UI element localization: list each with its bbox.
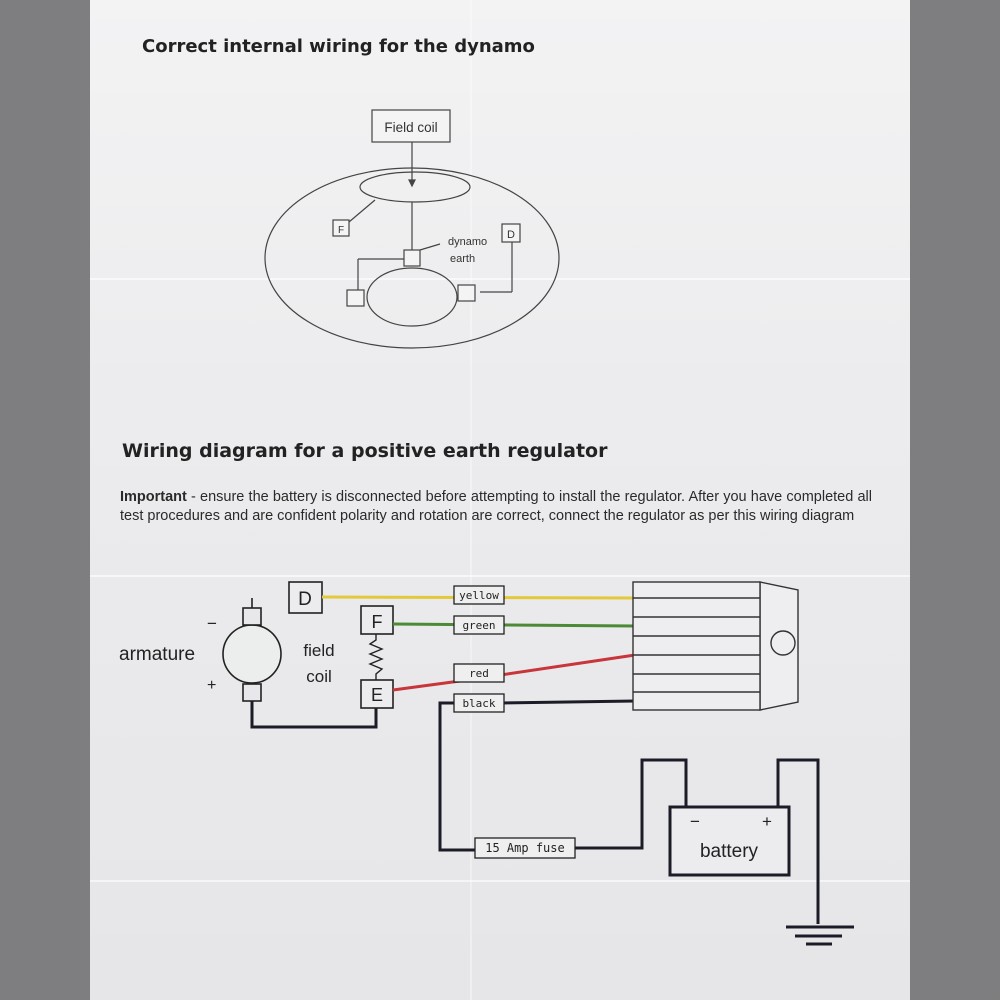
regulator-section-title: Wiring diagram for a positive earth regu… — [122, 440, 608, 462]
paper-sheet: Correct internal wiring for the dynamo W… — [90, 0, 910, 1000]
armature-ellipse — [366, 267, 458, 327]
armature-minus-label: − — [207, 614, 217, 633]
dynamo-label: dynamo — [448, 236, 487, 248]
regulator-wiring-diagram — [222, 581, 854, 946]
d-terminal-label: D — [507, 229, 515, 241]
field-coil-label: Field coil — [384, 120, 437, 135]
fuse-label: 15 Amp fuse — [485, 841, 564, 855]
dynamo-section-title: Correct internal wiring for the dynamo — [142, 36, 535, 57]
field-coil-ellipse — [359, 171, 471, 203]
battery-earth-wire — [776, 758, 820, 924]
armature-bottom-brush — [242, 683, 262, 702]
armature-group — [222, 598, 282, 702]
connector-line — [348, 199, 376, 223]
d-terminal — [288, 581, 323, 614]
green-label-box — [453, 615, 505, 635]
wiring-diagrams: Field coil F D dynamo earth — [119, 109, 854, 946]
red-wire — [392, 653, 636, 692]
regulator-body — [632, 581, 761, 711]
battery-minus-label: − — [690, 812, 700, 831]
red-label-box — [453, 663, 505, 683]
black-fuse-wire — [438, 701, 500, 852]
brush-right — [457, 284, 476, 302]
armature-label: armature — [119, 644, 195, 665]
connector-line — [419, 243, 441, 251]
earth-ground-symbol — [786, 925, 854, 946]
important-text: - ensure the battery is disconnected bef… — [120, 489, 872, 524]
regulator-mount-hole — [770, 630, 796, 656]
fold-line — [90, 278, 910, 280]
brush-left — [346, 289, 365, 307]
armature-earth-wire — [250, 701, 378, 729]
armature-plus-label: + — [207, 677, 216, 694]
e-terminal — [360, 679, 394, 709]
battery-plus-label: + — [762, 812, 772, 831]
fuse-battery-wire — [575, 758, 688, 850]
important-paragraph: Important - ensure the battery is discon… — [120, 488, 872, 526]
earth-label: earth — [450, 253, 475, 265]
field-label: field — [303, 641, 334, 660]
regulator-wiring-labels: armature − + field coil D F E yellow gre… — [119, 589, 772, 862]
field-coil-box — [371, 109, 451, 143]
red-wire-label: red — [469, 667, 489, 680]
fold-line — [90, 575, 910, 577]
coil-label: coil — [306, 667, 332, 686]
battery-box — [668, 805, 791, 877]
d-terminal-label: D — [298, 589, 312, 610]
dynamo-internal-labels: Field coil F D dynamo earth — [338, 120, 515, 265]
dynamo-internal-diagram — [264, 109, 560, 349]
armature-top-brush — [242, 607, 262, 626]
black-wire — [499, 699, 636, 705]
f-terminal — [360, 605, 394, 635]
e-terminal-label: E — [371, 685, 383, 705]
regulator-unit — [632, 581, 799, 711]
green-wire-label: green — [462, 619, 495, 632]
important-label: Important — [120, 489, 187, 505]
earth-terminal-box — [403, 249, 421, 267]
f-terminal-label: F — [372, 612, 383, 632]
green-wire — [392, 622, 636, 628]
battery-label: battery — [700, 841, 759, 862]
d-terminal-box — [501, 223, 521, 243]
yellow-wire-label: yellow — [459, 589, 499, 602]
fold-line — [470, 0, 472, 1000]
yellow-label-box — [453, 585, 505, 605]
fold-line — [90, 880, 910, 882]
black-label-box — [453, 693, 505, 713]
arrow-head — [408, 179, 416, 188]
fuse-label-box — [474, 837, 576, 859]
f-terminal-box — [332, 219, 350, 237]
armature-circle — [222, 624, 282, 684]
field-coil-spring — [368, 634, 384, 680]
f-terminal-label: F — [338, 225, 344, 236]
black-wire-label: black — [462, 697, 495, 710]
